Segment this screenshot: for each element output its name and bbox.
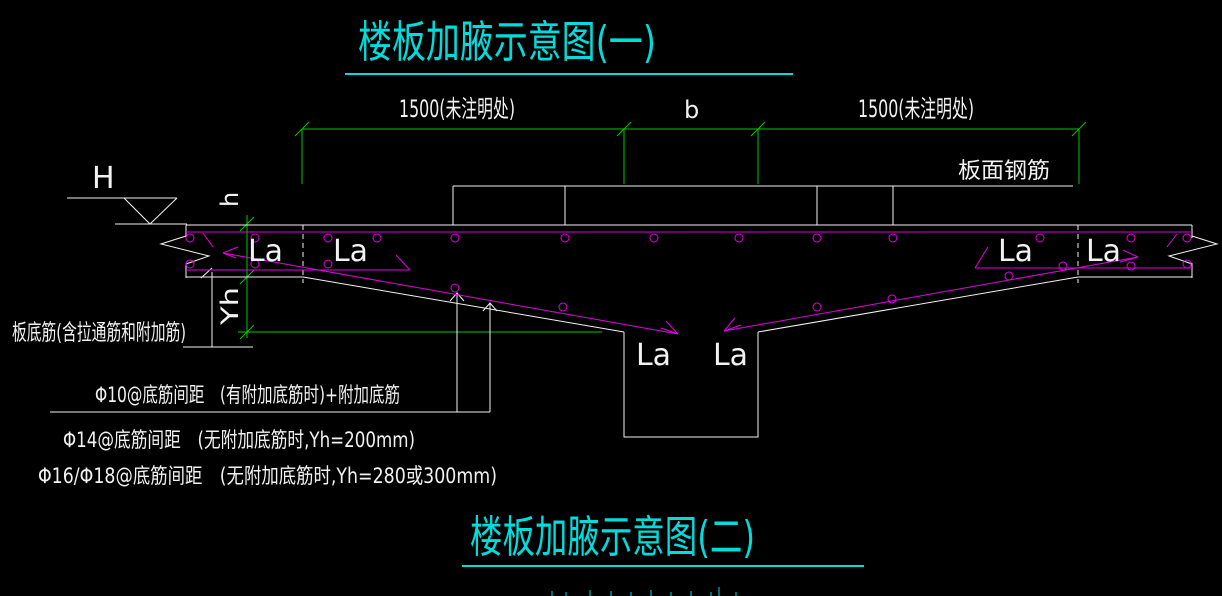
level-mark-label: H: [92, 161, 115, 196]
note-leader-lines: [50, 292, 498, 413]
note-line-3: Φ16/Φ18@底筋间距 (无附加底筋时,Yh=280或300mm): [38, 464, 497, 488]
dim-label-1500-left: 1500(未注明处): [399, 95, 515, 123]
dim-label-h: h: [216, 192, 244, 207]
anchorage-label-6: La: [1086, 234, 1121, 269]
bottom-rebar-leader: [183, 272, 253, 348]
dim-label-1500-right: 1500(未注明处): [858, 95, 974, 123]
anchorage-label-2: La: [333, 234, 368, 269]
bottom-rebar-left: [186, 254, 411, 271]
slab-outline: [185, 224, 1193, 438]
anchorage-label-5: La: [998, 234, 1033, 269]
title-diagram-2: 楼板加腋示意图(二): [470, 512, 755, 563]
rebar-section-circles: [185, 233, 1192, 312]
top-dimension-line: [294, 121, 1087, 184]
title-top-group: 楼板加腋示意图(一): [345, 17, 793, 75]
anchorage-label-1: La: [248, 234, 283, 269]
dim-label-b: b: [684, 96, 699, 124]
haunch-bar-left: [222, 246, 679, 335]
top-rebar-bracket: [452, 185, 1073, 225]
clipped-text-fragments: [551, 587, 737, 596]
bottom-rebar-right: [974, 246, 1192, 269]
break-symbol-right: [1167, 235, 1219, 265]
label-bottom-rebar: 板底筋(含拉通筋和附加筋): [12, 321, 186, 346]
title-diagram-1: 楼板加腋示意图(一): [358, 17, 656, 68]
top-rebar-line: [186, 231, 1192, 248]
haunch-bar-right: [723, 249, 1139, 332]
anchorage-label-3: La: [636, 338, 671, 373]
dim-label-yh: Yh: [216, 287, 244, 326]
title-bottom-group: 楼板加腋示意图(二): [462, 512, 864, 567]
label-top-rebar: 板面钢筋: [958, 159, 1050, 184]
note-line-2: Φ14@底筋间距 (无附加底筋时,Yh=200mm): [63, 428, 415, 452]
level-symbol: [67, 197, 187, 225]
anchorage-label-4: La: [713, 338, 748, 373]
note-line-1: Φ10@底筋间距 (有附加底筋时)+附加底筋: [95, 383, 400, 407]
